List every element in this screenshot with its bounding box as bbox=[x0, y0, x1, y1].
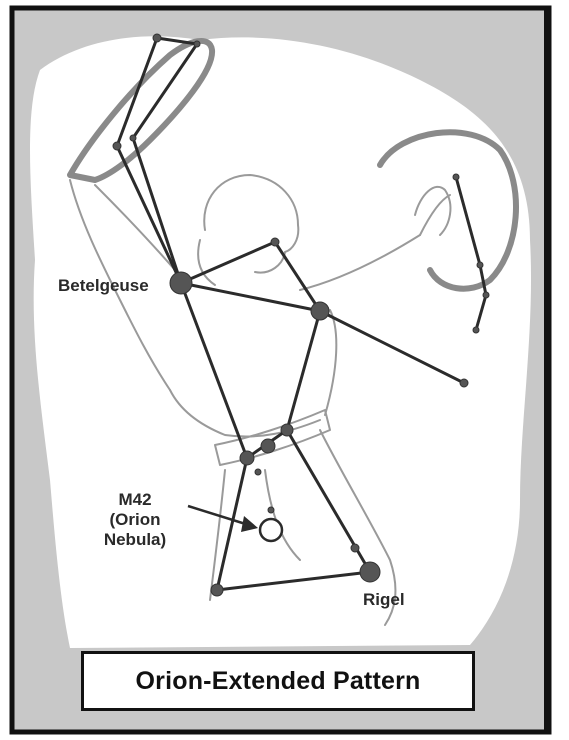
star-betelgeuse bbox=[170, 272, 192, 294]
star bbox=[113, 142, 121, 150]
label-m42-line3: Nebula) bbox=[76, 530, 194, 550]
label-m42-line2: (Orion bbox=[76, 510, 194, 530]
star bbox=[194, 41, 200, 47]
label-m42: M42 (Orion Nebula) bbox=[76, 490, 194, 550]
title-box: Orion-Extended Pattern bbox=[81, 651, 475, 711]
star bbox=[211, 584, 223, 596]
star bbox=[460, 379, 468, 387]
star bbox=[130, 135, 136, 141]
star bbox=[473, 327, 479, 333]
star-belt-middle bbox=[261, 439, 275, 453]
star bbox=[271, 238, 279, 246]
label-m42-line1: M42 bbox=[76, 490, 194, 510]
star-belt-right bbox=[281, 424, 293, 436]
star bbox=[351, 544, 359, 552]
star bbox=[453, 174, 459, 180]
star bbox=[255, 469, 261, 475]
star bbox=[153, 34, 161, 42]
star-rigel bbox=[360, 562, 380, 582]
star-belt-left bbox=[240, 451, 254, 465]
diagram-title: Orion-Extended Pattern bbox=[136, 667, 421, 696]
star bbox=[268, 507, 274, 513]
star bbox=[483, 292, 489, 298]
star bbox=[477, 262, 483, 268]
m42-nebula-marker bbox=[260, 519, 282, 541]
star bbox=[311, 302, 329, 320]
label-betelgeuse: Betelgeuse bbox=[58, 276, 149, 296]
label-rigel: Rigel bbox=[363, 590, 405, 610]
